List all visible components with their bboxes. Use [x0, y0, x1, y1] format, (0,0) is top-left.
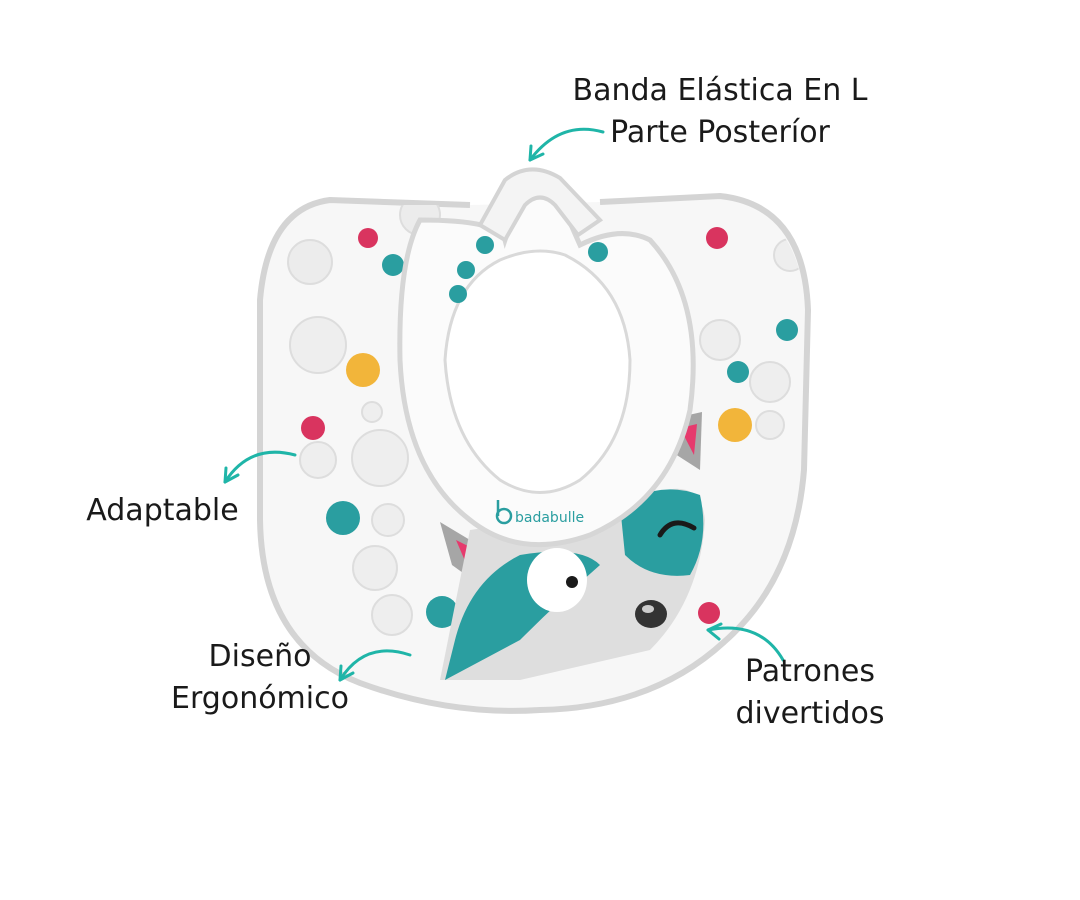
callout-elastic-band: Banda Elástica En L Parte Posteríor [540, 70, 900, 154]
arrow-ergonomic-icon [338, 649, 412, 682]
arrow-patterns-icon [706, 626, 785, 662]
callout-fun-patterns: Patrones divertidos [700, 651, 920, 735]
bib-collar [397, 167, 696, 548]
callout-adaptable-line1: Adaptable [86, 493, 239, 528]
callout-arrows [223, 127, 785, 682]
bubble-pattern [287, 200, 805, 636]
arrow-patterns-head-icon [706, 622, 723, 641]
arrow-adaptable-head-icon [223, 466, 240, 484]
arrow-band-head-icon [528, 144, 545, 162]
brand-name: badabulle [515, 510, 584, 526]
callout-fun-patterns-line1: Patrones [744, 654, 876, 689]
callout-adaptable: Adaptable [60, 490, 265, 532]
callout-ergonomic-line2: Ergonómico [171, 681, 349, 716]
callout-fun-patterns-line2: divertidos [735, 696, 885, 731]
arrow-ergonomic-head-icon [338, 664, 355, 682]
arrow-adaptable-icon [223, 450, 297, 484]
brand-logo: badabulle [495, 500, 584, 526]
callout-elastic-band-line1: Banda Elástica En L [572, 73, 868, 108]
callout-ergonomic-line1: Diseño [208, 639, 312, 674]
dot-pattern [301, 227, 798, 628]
arrow-band-icon [528, 127, 605, 162]
callout-ergonomic: Diseño Ergonómico [140, 636, 380, 720]
callout-elastic-band-line2: Parte Posteríor [610, 115, 830, 150]
